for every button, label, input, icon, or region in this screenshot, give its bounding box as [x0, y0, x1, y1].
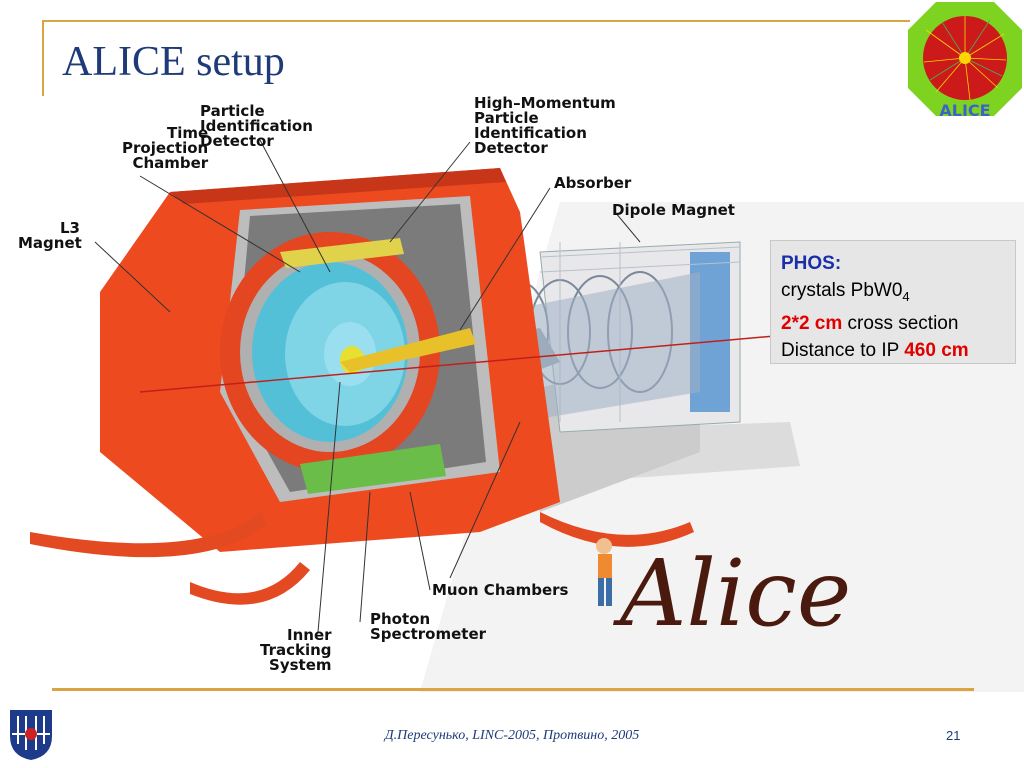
title-accent-line: [42, 20, 44, 96]
phos-distance-line: Distance to IP 460 cm: [781, 339, 969, 361]
absorber-cone: [340, 328, 476, 372]
label-dipole-magnet: Dipole Magnet: [612, 201, 735, 219]
label-absorber: Absorber: [554, 174, 632, 192]
phos-info-box: PHOS: crystals PbW04 2*2 cm cross sectio…: [770, 240, 1016, 364]
slide-title: ALICE setup: [62, 39, 285, 85]
alice-logo: ALICE: [908, 2, 1022, 120]
phos-heading: PHOS:: [781, 253, 842, 274]
svg-text:ALICE: ALICE: [939, 101, 990, 120]
institute-logo-icon: [10, 710, 52, 760]
label-muon-chambers: Muon Chambers: [432, 581, 569, 599]
page-number: 21: [946, 728, 961, 743]
top-divider: [42, 20, 910, 22]
alice-detector-diagram: [30, 139, 1024, 692]
tpc: [220, 232, 440, 472]
person-figure: [596, 538, 612, 606]
photon-spectrometer: [300, 444, 446, 494]
hmpid: [280, 238, 404, 268]
beam-line: [139, 331, 821, 393]
alice-script-logo: Alice: [620, 540, 852, 647]
phos-cross-section-line: 2*2 cm cross section: [781, 312, 959, 334]
bottom-divider: [52, 688, 974, 691]
support-base: [30, 512, 268, 558]
phos-crystals-line: crystals PbW04: [781, 280, 910, 304]
label-leaders: [94, 139, 641, 633]
slide-footer: Д.Пересунько, LINC-2005, Протвино, 2005: [384, 728, 640, 743]
